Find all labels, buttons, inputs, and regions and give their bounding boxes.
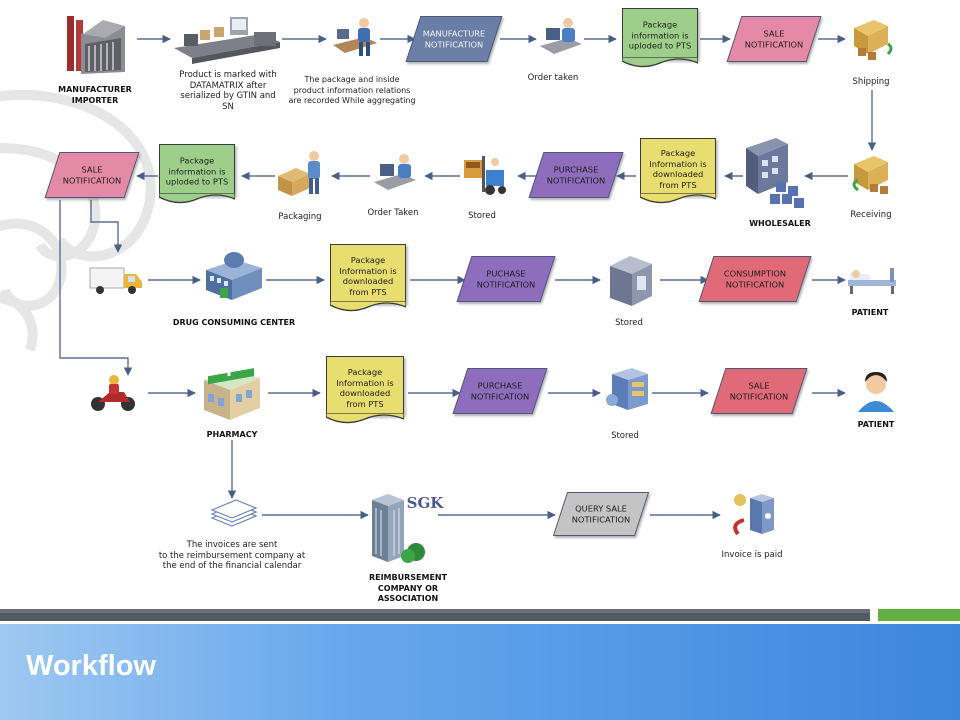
manufacturer-label: MANUFACTURER IMPORTER <box>58 85 132 105</box>
slide-title: Workflow <box>26 650 156 682</box>
footer-banner <box>0 624 960 720</box>
stored-caption-row2: Stored <box>468 211 496 221</box>
receiving-caption: Receiving <box>850 210 892 220</box>
wholesaler-label: WHOLESALER <box>749 219 811 228</box>
conveyor-machine-icon <box>174 17 280 64</box>
manufacture-notification: MANUFACTURE NOTIFICATION <box>405 16 503 62</box>
storage-box-icon <box>610 256 652 306</box>
sgk-logo-text: SGK <box>406 494 444 512</box>
patient-avatar-icon <box>858 372 894 412</box>
patient-label-row4: PATIENT <box>857 420 895 429</box>
order-taken-caption-row2: Order Taken <box>367 208 419 218</box>
stored-caption-row3: Stored <box>615 318 643 328</box>
package-uploaded-document-top: Package information is uploded to PTS <box>622 8 698 68</box>
receiving-truck-icon <box>852 156 888 194</box>
order-taken-caption: Order taken <box>527 73 579 83</box>
invoice-paid-safe-icon <box>733 494 774 536</box>
worker-desk-icon <box>333 18 377 56</box>
hospital-building-icon <box>206 252 262 300</box>
pharmacy-label: PHARMACY <box>206 430 258 439</box>
sale-notification-top: SALE NOTIFICATION <box>726 16 822 62</box>
purchase-notification-row2: PURCHASE NOTIFICATION <box>528 152 624 198</box>
storage-shelf-icon <box>606 368 648 410</box>
packaging-worker-icon <box>278 151 320 196</box>
reimbursement-label: REIMBURSEMENT COMPANY OR ASSOCIATION <box>368 573 448 603</box>
motorbike-courier-icon <box>91 375 135 411</box>
stored-caption-row4: Stored <box>611 431 639 441</box>
reimbursement-building-icon <box>372 494 425 563</box>
marked-caption: Product is marked with DATAMATRIX after … <box>179 70 277 112</box>
delivery-truck-icon <box>89 267 142 294</box>
shipping-caption: Shipping <box>852 77 890 87</box>
patient-bed-icon <box>848 268 896 294</box>
package-downloaded-document-row2: Package Information is downloaded from P… <box>640 138 716 204</box>
sale-notification-row4: SALE NOTIFICATION <box>710 368 808 414</box>
puchase-notification-row3: PUCHASE NOTIFICATION <box>456 256 556 302</box>
invoice-paid-caption: Invoice is paid <box>721 550 783 560</box>
sale-notification-left: SALE NOTIFICATION <box>44 152 140 198</box>
packaging-caption: Packaging <box>278 212 322 222</box>
aggregating-caption: The package and inside product informati… <box>288 75 416 105</box>
footer-divider-strip <box>0 609 960 621</box>
operator-computer-icon-2 <box>374 154 416 190</box>
patient-label-row3: PATIENT <box>851 308 889 317</box>
purchase-notification-row4: PURCHASE NOTIFICATION <box>452 368 548 414</box>
wholesaler-warehouse-icon <box>746 138 804 208</box>
consumption-notification: CONSUMPTION NOTIFICATION <box>698 256 812 302</box>
package-downloaded-document-row4: Package Information is downloaded from P… <box>326 356 404 424</box>
shipping-truck-icon <box>854 20 893 60</box>
query-sale-notification: QUERY SALE NOTIFICATION <box>552 492 650 536</box>
package-downloaded-document-row3: Package Information is downloaded from P… <box>330 244 406 312</box>
drug-center-label: DRUG CONSUMING CENTER <box>172 318 296 327</box>
pharmacy-building-icon <box>204 365 260 420</box>
operator-computer-icon <box>540 18 582 54</box>
forklift-icon <box>464 156 506 195</box>
invoice-stack-icon <box>210 499 258 527</box>
package-uploaded-document-row2: Package information is uploded to PTS <box>159 144 235 204</box>
factory-icon <box>67 16 125 74</box>
invoices-caption: The invoices are sent to the reimburseme… <box>158 540 306 571</box>
